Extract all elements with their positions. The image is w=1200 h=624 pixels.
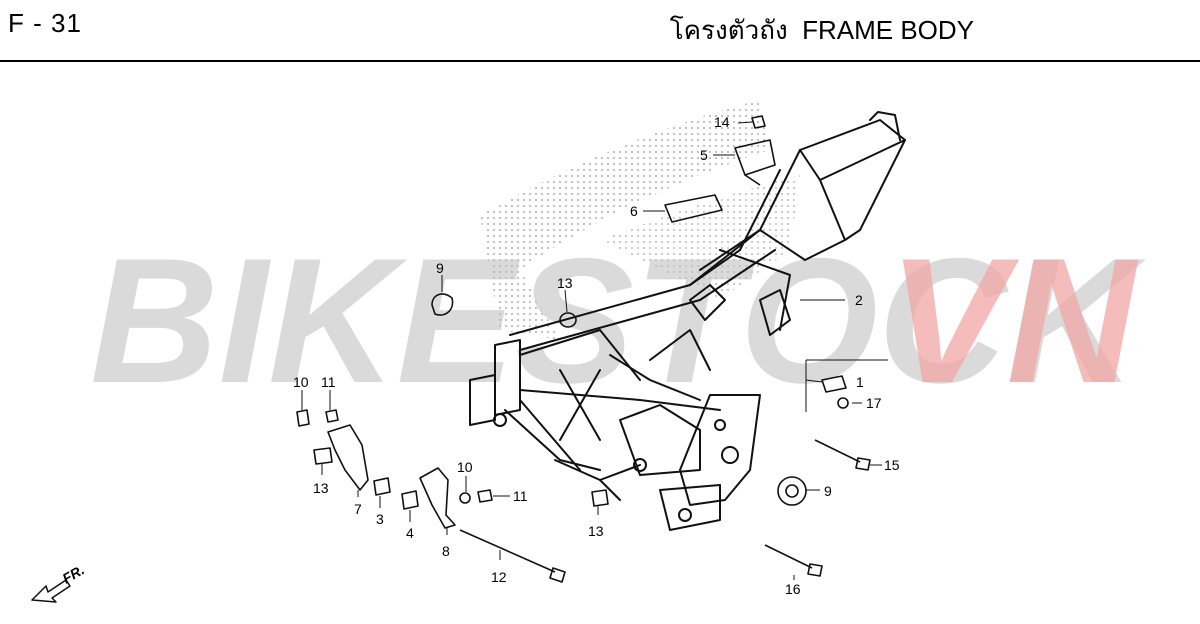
part-17-bolt (837, 397, 849, 409)
part-11-bolt-right (477, 489, 493, 503)
leader-lines (301, 121, 888, 580)
part-10-bolt-right (459, 492, 471, 504)
part-1-clip (821, 375, 847, 393)
page-code: F - 31 (8, 8, 82, 38)
main-frame (469, 111, 906, 531)
callout-1: 1 (856, 374, 864, 390)
small-parts (296, 115, 871, 583)
callout-13-left: 13 (313, 480, 329, 496)
part-12-long-bolt (459, 529, 556, 573)
part-13-collar-left (313, 447, 333, 465)
callout-7: 7 (354, 501, 362, 517)
page-title: โครงตัวถัง FRAME BODY (669, 15, 974, 45)
callout-3: 3 (376, 511, 384, 527)
part-6-plate (664, 194, 723, 223)
arrow-down-left-icon (31, 579, 71, 603)
part-4-spacer (401, 490, 419, 510)
part-10-bolt-left (296, 409, 310, 427)
part-16-bolt (764, 544, 813, 569)
callout-9-upper: 9 (436, 260, 444, 276)
part-3-spacer (373, 477, 391, 496)
callout-13-upper: 13 (557, 275, 573, 291)
part-13-collar-lower (591, 489, 609, 507)
callout-16: 16 (785, 581, 801, 597)
watermark: BIKESTOCK VN (90, 221, 1147, 420)
callout-9-lower: 9 (824, 483, 832, 499)
callout-12: 12 (491, 569, 507, 585)
front-direction-indicator: FR. (31, 561, 87, 603)
part-9-grommet-upper (431, 293, 454, 316)
callout-5: 5 (700, 147, 708, 163)
callout-10-right: 10 (457, 459, 473, 475)
callout-13-lower: 13 (588, 523, 604, 539)
part-5-bracket (734, 139, 776, 176)
part-8-bracket (419, 467, 456, 529)
callout-11-right: 11 (513, 488, 528, 504)
part-13-collar-upper (559, 312, 577, 328)
watermark-text-bikestock: BIKESTOCK (90, 221, 1147, 420)
part-11-bolt-left (325, 409, 339, 423)
part-7-bracket (327, 424, 369, 491)
callouts: 14 5 6 9 13 2 1 17 10 11 13 7 3 10 11 4 … (293, 114, 900, 597)
watermark-text-vn: VN (888, 221, 1139, 420)
callout-10-left: 10 (293, 374, 309, 390)
callout-14: 14 (714, 114, 730, 130)
callout-17: 17 (866, 395, 882, 411)
header-rule (0, 60, 1200, 62)
part-15-bolt (814, 439, 861, 463)
callout-6: 6 (630, 203, 638, 219)
part-14-bolt (751, 115, 766, 129)
callout-4: 4 (406, 525, 414, 541)
callout-8: 8 (442, 543, 450, 559)
callout-11-left: 11 (321, 374, 336, 390)
callout-15: 15 (884, 457, 900, 473)
part-9-grommet-lower (777, 476, 807, 506)
wing-logo-dots (480, 100, 800, 340)
callout-2: 2 (855, 292, 863, 308)
